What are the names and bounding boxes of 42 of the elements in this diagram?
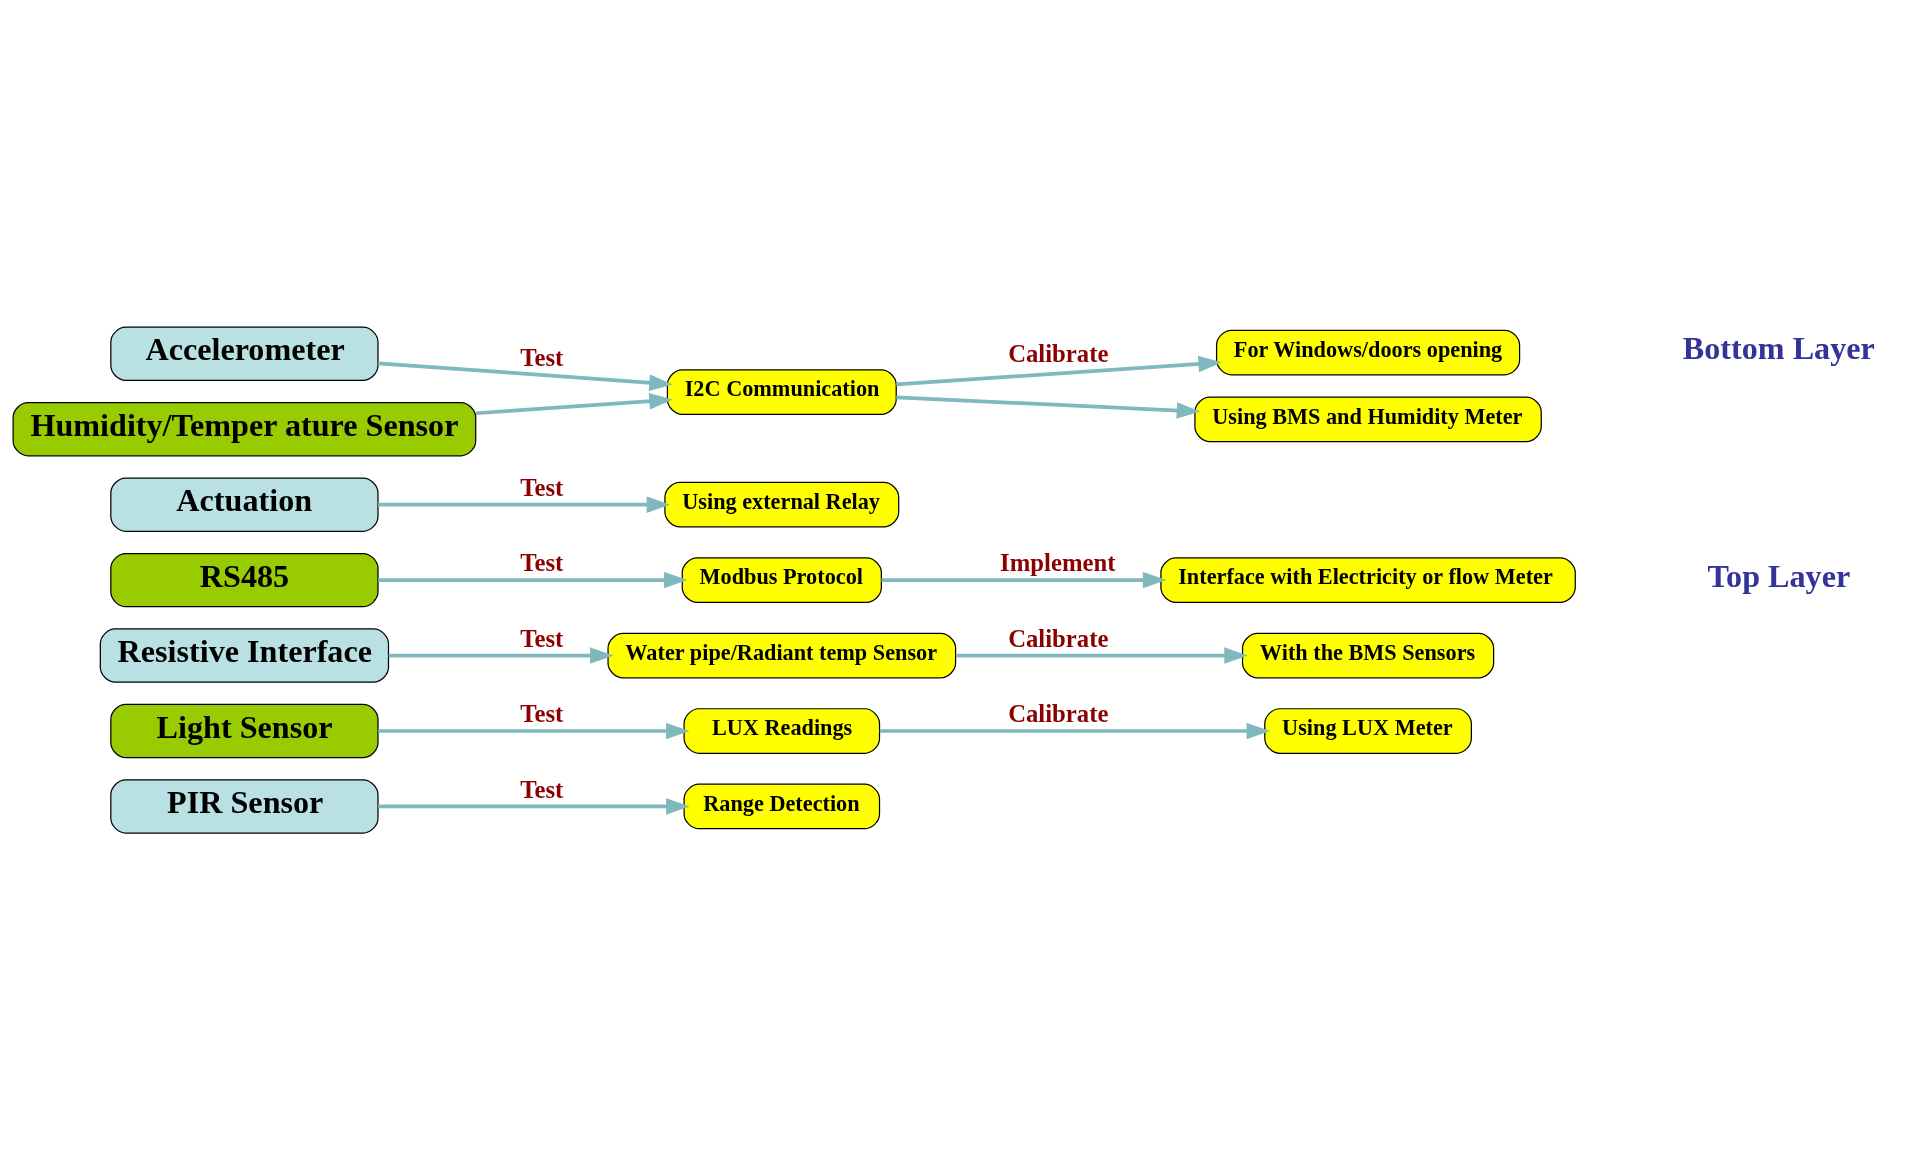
node-box: I2C Communication (666, 369, 897, 415)
edge-label: Test (520, 549, 564, 577)
edge-label: Test (520, 700, 564, 728)
edge-label: Test (520, 474, 564, 502)
edge-label: Implement (1000, 549, 1116, 577)
edge-label: Test (520, 775, 564, 803)
node-box: Range Detection (683, 783, 881, 830)
arrow (955, 647, 1248, 664)
node-box: Interface with Electricity or flow Meter (1160, 557, 1576, 603)
arrow (896, 355, 1222, 387)
edge-label: Test (520, 624, 564, 652)
arrow (378, 798, 690, 815)
node-box: Using BMS and Humidity Meter (1194, 396, 1542, 443)
node-box: Modbus Protocol (681, 557, 882, 603)
edge-label: Calibrate (1008, 624, 1109, 652)
arrow (896, 395, 1201, 419)
node-box: Accelerometer (110, 326, 379, 381)
arrow (378, 361, 673, 391)
node-box: With the BMS Sensors (1241, 632, 1495, 679)
edge-label: Calibrate (1008, 700, 1109, 728)
node-box: PIR Sensor (110, 779, 379, 834)
node-box: Resistive Interface (99, 628, 390, 683)
node-box: Actuation (110, 477, 379, 532)
node-box: Using LUX Meter (1264, 708, 1472, 754)
edge-label: Calibrate (1008, 340, 1109, 368)
node-box: RS485 (110, 552, 379, 608)
node-box: Humidity/Temper ature Sensor (12, 402, 477, 457)
node-box: For Windows/doors opening (1215, 329, 1521, 376)
arrow (879, 722, 1271, 740)
node-box: LUX Readings (683, 708, 881, 754)
arrow (378, 496, 671, 513)
edge-label: Test (520, 344, 564, 372)
label: Top Layer (1707, 557, 1851, 594)
arrow (881, 571, 1167, 589)
node-box: Light Sensor (110, 703, 379, 759)
arrow (378, 722, 690, 740)
node-box: Using external Relay (664, 481, 900, 528)
node-box: Water pipe/Radiant temp Sensor (607, 632, 957, 679)
arrow (388, 647, 614, 664)
arrow (378, 571, 688, 589)
arrow (475, 393, 673, 416)
label: Bottom Layer (1682, 330, 1875, 367)
